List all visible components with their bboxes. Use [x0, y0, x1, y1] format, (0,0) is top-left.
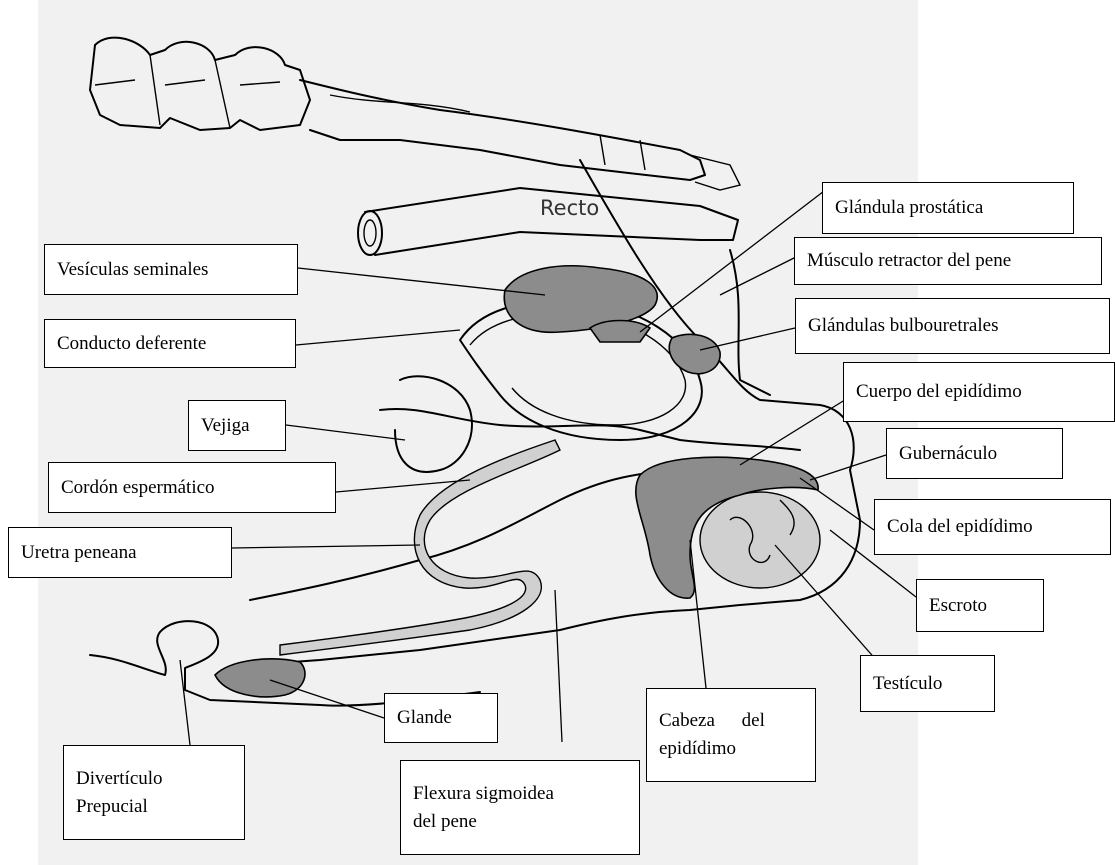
label-escroto: Escroto [916, 579, 1044, 632]
label-testiculo: Testículo [860, 655, 995, 712]
vas-deferens [380, 409, 800, 450]
label-uretra-peneana: Uretra peneana [8, 527, 232, 578]
label-conducto-deferente: Conducto deferente [44, 319, 296, 368]
bulbourethral-glands [669, 334, 720, 373]
abdominal-outline [730, 250, 770, 395]
testis [700, 492, 820, 588]
label-cuerpo-epididimo: Cuerpo del epidídimo [843, 362, 1115, 422]
label-flexura-sigmoidea: Flexura sigmoidea del pene [400, 760, 640, 855]
label-vesiculas-seminales: Vesículas seminales [44, 244, 298, 295]
label-flexura-line2: del pene [413, 808, 477, 836]
label-cola-epididimo: Cola del epidídimo [874, 499, 1111, 555]
label-glande: Glande [384, 693, 498, 743]
label-glandulas-bulbouretrales: Glándulas bulbouretrales [795, 298, 1110, 354]
glans [215, 659, 305, 697]
rectum-label: Recto [540, 196, 599, 220]
label-cabeza-epididimo-line1: Cabeza del [659, 707, 765, 735]
label-diverticulo-line1: Divertículo [76, 765, 163, 793]
label-cabeza-epididimo: Cabeza del epidídimo [646, 688, 816, 782]
label-vejiga: Vejiga [188, 400, 286, 451]
label-glandula-prostatica: Glándula prostática [822, 182, 1074, 234]
vertebrae [90, 38, 740, 190]
label-diverticulo-prepucial: Divertículo Prepucial [63, 745, 245, 840]
label-cordon-espermatico: Cordón espermático [48, 462, 336, 513]
label-cabeza-epididimo-line2: epidídimo [659, 735, 736, 763]
label-gubernaculo: Gubernáculo [886, 428, 1063, 479]
label-musculo-retractor: Músculo retractor del pene [794, 237, 1102, 285]
bladder [395, 376, 472, 472]
pelvic-outline [250, 160, 860, 665]
label-diverticulo-line2: Prepucial [76, 793, 148, 821]
label-flexura-line1: Flexura sigmoidea [413, 780, 554, 808]
